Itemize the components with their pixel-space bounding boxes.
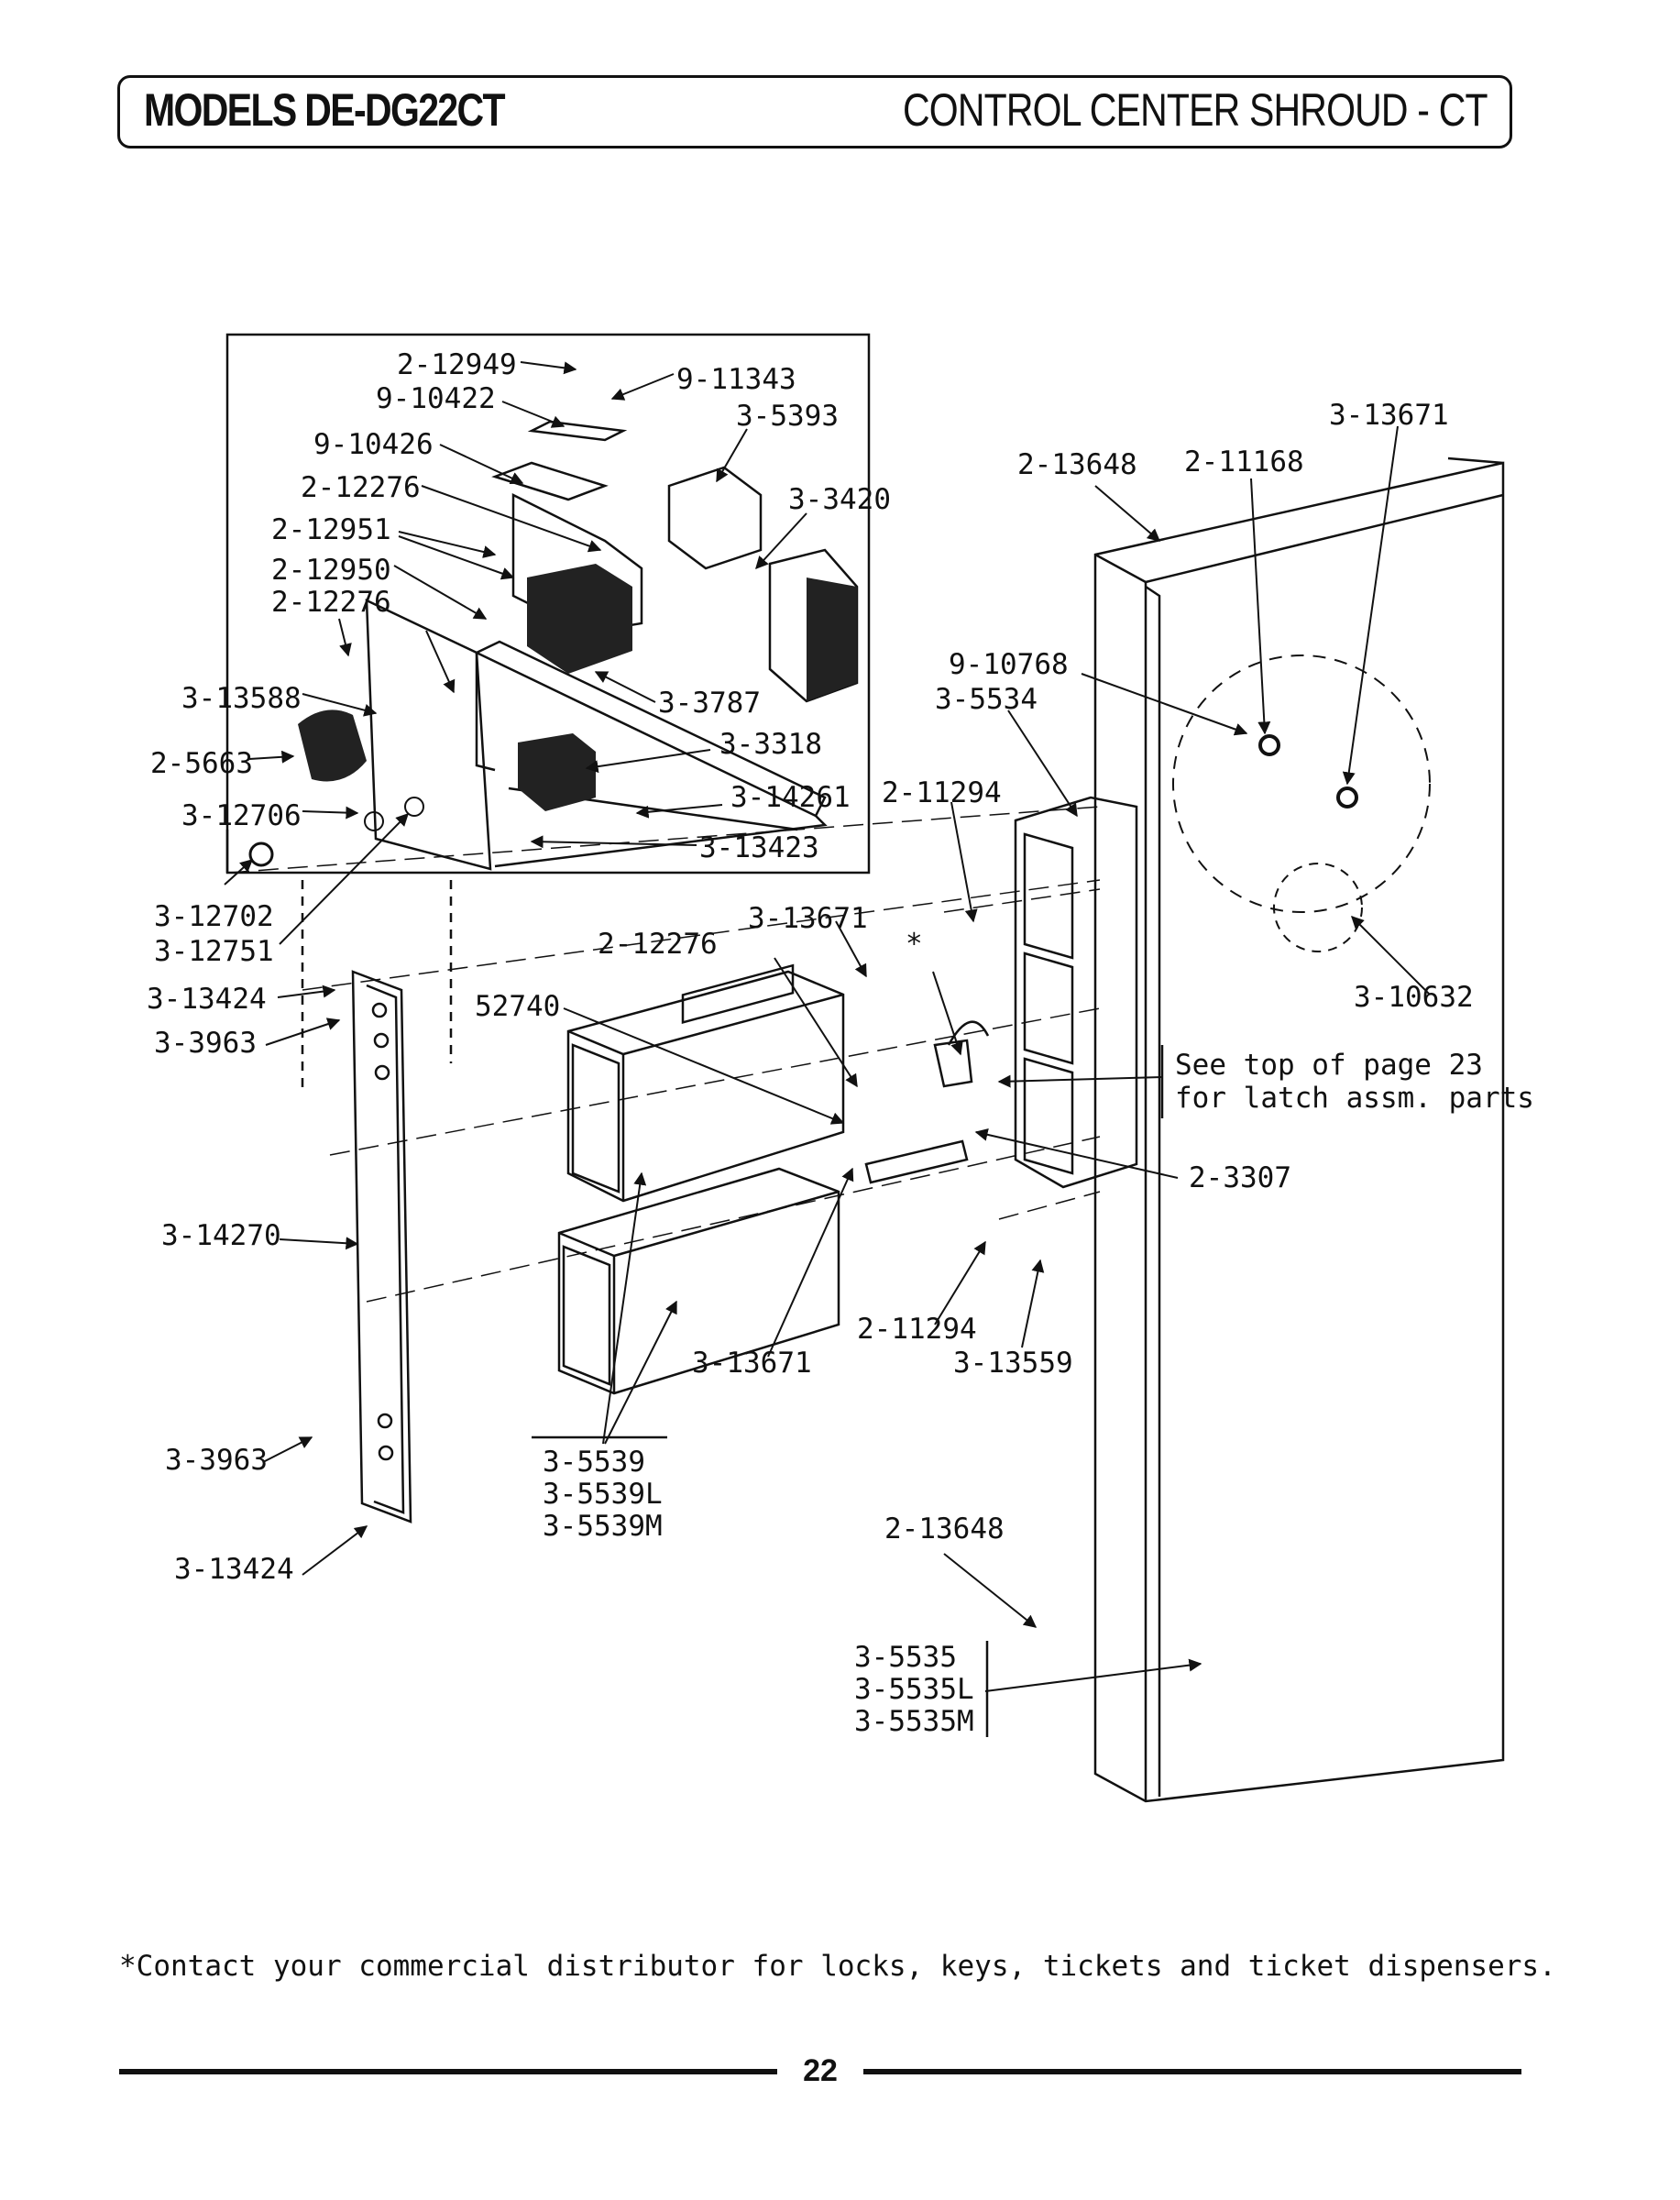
part-label: 2-13648: [884, 1512, 1005, 1546]
part-label: 2-5663: [150, 747, 253, 780]
latch-part-drawing: [864, 1020, 990, 1184]
inner-frame-drawing: [1014, 796, 1138, 1189]
part-label: 3-14261: [730, 781, 851, 814]
part-label: 3-13671: [692, 1347, 812, 1380]
part-label: 3-13423: [699, 831, 819, 864]
part-label: 2-12276: [271, 586, 391, 619]
part-label: 3-10632: [1354, 981, 1474, 1014]
control-assembly-inset: [225, 333, 871, 874]
latch-note-line-2: for latch assm. parts: [1175, 1082, 1534, 1115]
leader-lines: [224, 361, 1431, 1692]
part-label: *: [906, 928, 923, 961]
part-label: 3-13424: [147, 983, 267, 1016]
part-label: 9-11343: [676, 363, 796, 396]
part-label: 3-13424: [174, 1553, 294, 1586]
part-label: 9-10422: [376, 382, 496, 415]
part-label: 3-5534: [935, 683, 1038, 716]
part-label: 3-12702: [154, 900, 274, 933]
part-label: 3-5535M: [854, 1705, 974, 1738]
part-label: 2-3307: [1189, 1161, 1291, 1194]
part-label: 52740: [475, 990, 560, 1023]
part-label: 3-13559: [953, 1347, 1073, 1380]
part-label: 2-12950: [271, 554, 391, 587]
bracket-lines: [532, 1045, 1164, 1737]
explode-lines: [228, 806, 1101, 1303]
part-number-labels: 2-12949 9-11343 9-10422 3-5393 9-10426 2…: [147, 348, 1534, 1738]
footer-rule-right: [863, 2069, 1521, 2074]
models-title: MODELS DE-DG22CT: [144, 84, 506, 136]
footer-rule-left: [119, 2069, 777, 2074]
part-label: 3-5539: [543, 1446, 645, 1479]
part-label: 3-14270: [161, 1219, 281, 1252]
part-label: 2-11294: [857, 1313, 977, 1346]
latch-note-line-1: See top of page 23: [1175, 1049, 1483, 1082]
page-number: 22: [803, 2053, 838, 2088]
part-label: 3-3318: [719, 728, 822, 761]
part-label: 3-5535L: [854, 1673, 974, 1706]
part-label: 3-13671: [748, 902, 868, 935]
part-label: 9-10426: [313, 428, 434, 461]
part-label: 2-12276: [301, 471, 421, 504]
part-label: 3-3963: [165, 1444, 268, 1477]
ticket-box-drawings: [557, 963, 845, 1395]
part-label: 3-13588: [181, 682, 302, 715]
part-label: 9-10768: [949, 648, 1069, 681]
part-label: 3-5393: [736, 400, 839, 433]
part-label: 3-5539M: [543, 1510, 663, 1543]
switch-blocks: [248, 548, 859, 867]
part-label: 3-3963: [154, 1027, 257, 1060]
part-label: 3-3787: [658, 687, 761, 720]
part-label: 2-12949: [397, 348, 517, 381]
part-label: 2-13648: [1017, 448, 1137, 481]
part-label: 3-12706: [181, 799, 302, 832]
part-label: 2-12951: [271, 513, 391, 546]
page-footer: 22: [119, 2053, 1521, 2090]
part-label: 2-11168: [1184, 446, 1304, 478]
part-label: 3-5539L: [543, 1478, 663, 1511]
header-box: MODELS DE-DG22CT CONTROL CENTER SHROUD -…: [117, 75, 1512, 148]
part-label: 3-5535: [854, 1641, 957, 1674]
section-title: CONTROL CENTER SHROUD - CT: [903, 84, 1488, 136]
footnote: *Contact your commercial distributor for…: [119, 1950, 1556, 1983]
part-label: 3-12751: [154, 935, 274, 968]
mounting-rail-drawing: [301, 880, 453, 1524]
part-label: 2-11294: [882, 776, 1002, 809]
part-label: 3-3420: [788, 483, 891, 516]
part-label: 2-12276: [598, 928, 718, 961]
part-label: 3-13671: [1329, 399, 1449, 432]
shroud-panel-drawing: [1093, 456, 1505, 1803]
detail-circle-drawing: [1172, 654, 1431, 952]
